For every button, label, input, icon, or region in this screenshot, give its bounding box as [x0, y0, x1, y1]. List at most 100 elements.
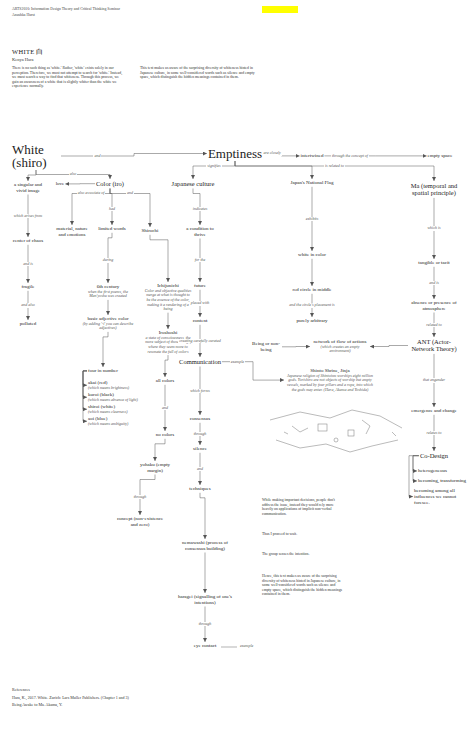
note-text: ARTS2010: Information Design Theory and … [12, 7, 232, 12]
edge-label: and [161, 406, 169, 410]
node-term: future [194, 283, 206, 289]
edge-label: signifies [206, 164, 221, 168]
concept-node: material, nature and emotions [54, 226, 90, 238]
concept-node: center of chaos [13, 238, 43, 244]
concept-node: silence [193, 446, 207, 452]
concept-node: white in color [298, 252, 326, 258]
connector [150, 235, 168, 282]
concept-node: future [194, 283, 206, 289]
node-term: network of flow of actions [311, 339, 369, 345]
node-term: Co-Design [420, 452, 448, 459]
node-term: haragei (signalling of one's intentions) [177, 594, 233, 606]
connector [282, 346, 310, 347]
node-term: emergence and change [411, 408, 456, 414]
reference-text: Being Awake to Ma. Akama, Y. [12, 703, 312, 708]
concept-node: ANT (Actor-Network Theory) [409, 338, 459, 353]
concept-node: Color (iro) [96, 180, 124, 187]
node-term: empty space [428, 153, 453, 159]
node-term: Communication [179, 358, 221, 365]
edge-label: that engender [422, 378, 446, 382]
node-note: (which means brightness) [88, 386, 129, 391]
edge-label: which is [426, 226, 441, 230]
node-term: no colors [156, 432, 174, 438]
concept-node: IchijunichiColor and objective qualities… [144, 283, 192, 312]
note-text: Thus I proceed to wait. [262, 532, 344, 537]
note-text: While making important decisions, people… [262, 498, 344, 516]
node-term: fragile [21, 284, 34, 290]
connector [103, 332, 108, 367]
node-term: purely arbitrary [296, 318, 327, 324]
node-term: Color (iro) [96, 180, 124, 187]
edge-label: and [126, 191, 134, 195]
node-term: Japan's National Flag [291, 180, 334, 186]
edge-label: and also [20, 303, 36, 307]
concept-node: fragile [21, 284, 34, 290]
concept-node: red circle in middle [292, 287, 331, 293]
node-term: white in color [298, 252, 326, 258]
concept-node: love [56, 181, 65, 187]
concept-node: network of flow of actions(which creates… [311, 339, 369, 354]
page-title: WHITE 白 [12, 48, 44, 57]
node-term: heterogeneous [418, 468, 447, 474]
connector [235, 161, 312, 179]
node-term: Ma (temporal and spatial principle) [409, 182, 459, 197]
node-term: polluted [20, 321, 36, 327]
edge-label: indicates [192, 207, 208, 211]
node-term: Emptiness [208, 147, 262, 160]
connector [168, 313, 169, 329]
concept-node: purely arbitrary [296, 318, 327, 324]
edge-label: through the concept of [331, 154, 369, 158]
concept-node: Co-Design [420, 452, 448, 459]
connector [193, 161, 235, 179]
node-term: a singular and vivid image [11, 182, 45, 194]
node-term: all colors [156, 378, 174, 384]
concept-node: absence or presence of atmosphere [409, 300, 459, 312]
edge-label: and is [428, 281, 440, 285]
connector [72, 189, 110, 226]
concept-node: basic adjective color(by adding '-i' you… [81, 316, 135, 331]
connector [370, 346, 408, 347]
edge-label: through [193, 432, 208, 436]
connector [61, 154, 207, 157]
edge-label: and [196, 467, 204, 471]
edge-label: placed with [190, 301, 211, 305]
reference-text: References [12, 688, 112, 693]
concept-node: eye contact [194, 643, 217, 649]
concept-node: Being or non-being [251, 341, 281, 353]
concept-node: polluted [20, 321, 36, 327]
node-term: Being or non-being [251, 341, 281, 353]
node-term: four in number [88, 368, 118, 374]
concept-node: becoming among all influences we cannot … [414, 488, 470, 505]
concept-node: nemawashi (process of consensus building… [177, 540, 233, 552]
edge-label: and [93, 154, 101, 158]
connector [155, 439, 165, 461]
connector [312, 259, 313, 286]
concept-node: a singular and vivid image [11, 182, 45, 194]
concept-node: techniques [189, 486, 210, 492]
concept-node: all colors [156, 378, 174, 384]
concept-node: Shinto Shrine, JinjaJapanese religion of… [285, 368, 375, 392]
edge-label: through [198, 622, 213, 626]
edge-label: and is [22, 262, 34, 266]
concept-node: Japanese culture [172, 180, 215, 187]
connector [108, 300, 109, 315]
connector [200, 493, 205, 539]
node-note: Color and objective qualities merge at w… [144, 289, 192, 312]
node-note: (which means ambiguity) [88, 422, 128, 427]
concept-node: White (shiro) [12, 143, 60, 169]
concept-node: concept (non-existence and zero) [115, 516, 165, 528]
node-term: basic adjective color [81, 316, 135, 322]
edge-label: also associate of [77, 191, 106, 195]
connector [36, 170, 110, 179]
node-term: techniques [189, 486, 210, 492]
connector [83, 371, 87, 385]
edge-label: during [102, 258, 115, 262]
connector [28, 170, 36, 181]
edge-label: for the [194, 258, 207, 262]
concept-node: heterogeneous [418, 468, 447, 474]
node-term: ANT (Actor-Network Theory) [409, 338, 459, 353]
node-term: concept (non-existence and zero) [115, 516, 165, 528]
concept-node: a condition to thrive [183, 226, 217, 238]
node-term: material, nature and emotions [54, 226, 90, 238]
